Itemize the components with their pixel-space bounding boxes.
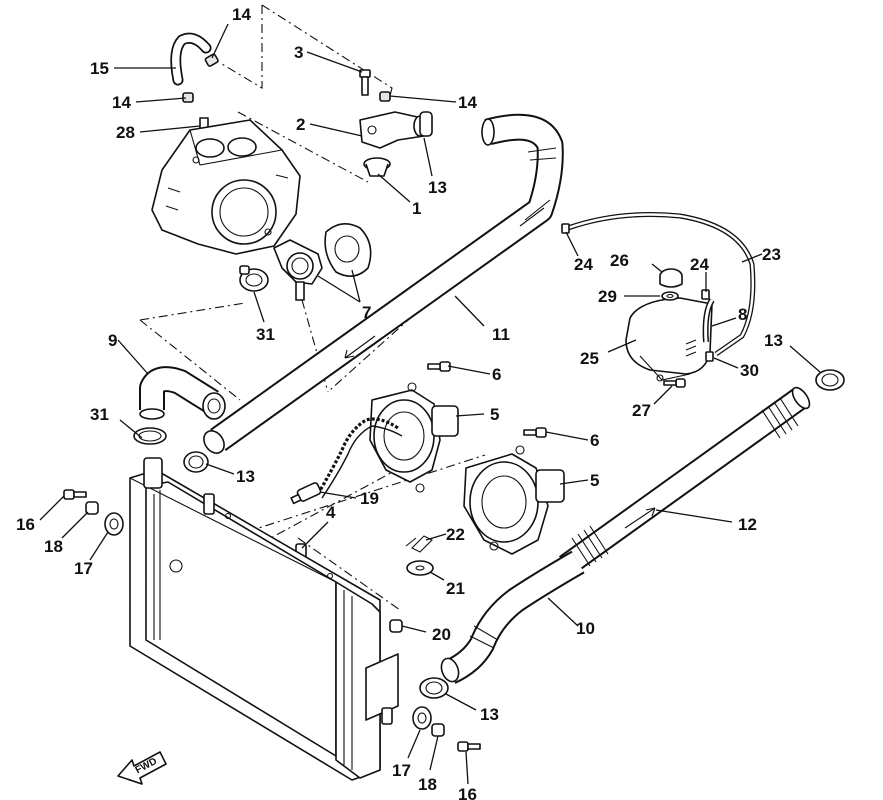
callout-5: 5 bbox=[590, 471, 599, 490]
lower-radiator-hose-10 bbox=[440, 550, 585, 684]
callout-28: 28 bbox=[116, 123, 135, 142]
callout-11: 11 bbox=[492, 325, 510, 344]
hose-clamp-13-right bbox=[815, 369, 845, 391]
radiator-filler-neck bbox=[273, 239, 323, 301]
radiator-inlet-elbow-hose bbox=[139, 366, 226, 420]
callout-8: 8 bbox=[738, 305, 747, 324]
leader-lines bbox=[39, 23, 821, 785]
upper-radiator-hose bbox=[203, 113, 564, 454]
callout-16: 16 bbox=[458, 785, 477, 800]
hose-clamp-13-left bbox=[183, 451, 209, 473]
cooling-fan-upper bbox=[369, 382, 459, 493]
callout-25: 25 bbox=[580, 349, 599, 368]
hose-clamp-31-upper bbox=[239, 265, 269, 292]
callout-1: 1 bbox=[412, 199, 421, 218]
callout-2: 2 bbox=[296, 115, 305, 134]
reservoir-hose-long bbox=[567, 212, 756, 357]
callout-14: 14 bbox=[458, 93, 477, 112]
callout-13: 13 bbox=[480, 705, 499, 724]
callout-22: 22 bbox=[446, 525, 465, 544]
callout-26: 26 bbox=[610, 251, 629, 270]
fan-grommet bbox=[406, 560, 434, 576]
callout-30: 30 bbox=[740, 361, 759, 380]
callout-13: 13 bbox=[236, 467, 255, 486]
callout-24: 24 bbox=[690, 255, 709, 274]
callout-24: 24 bbox=[574, 255, 593, 274]
radiator-core bbox=[129, 457, 399, 781]
radiator-mount-grommet bbox=[104, 512, 432, 730]
reservoir-mount-bolt bbox=[663, 378, 686, 388]
callout-12: 12 bbox=[738, 515, 757, 534]
callout-18: 18 bbox=[44, 537, 63, 556]
hose-clamp-small bbox=[182, 53, 391, 103]
callout-31: 31 bbox=[90, 405, 109, 424]
callout-15: 15 bbox=[90, 59, 109, 78]
callout-6: 6 bbox=[492, 365, 501, 384]
reservoir-cap-gasket bbox=[661, 291, 679, 301]
reservoir-tank bbox=[625, 297, 713, 382]
bypass-hose bbox=[170, 32, 212, 86]
callout-19: 19 bbox=[360, 489, 379, 508]
callout-13: 13 bbox=[428, 178, 447, 197]
callout-23: 23 bbox=[762, 245, 781, 264]
callout-4: 4 bbox=[326, 503, 336, 522]
callout-20: 20 bbox=[432, 625, 451, 644]
callout-18: 18 bbox=[418, 775, 437, 794]
callout-6: 6 bbox=[590, 431, 599, 450]
radiator-drain-bolt bbox=[389, 619, 403, 633]
callout-14: 14 bbox=[112, 93, 131, 112]
cooling-fan-lower bbox=[463, 445, 565, 555]
callout-numbers: 14 15 14 28 3 2 14 13 1 7 31 9 11 6 5 31… bbox=[16, 5, 783, 800]
radiator-cap bbox=[324, 223, 372, 277]
callout-5: 5 bbox=[490, 405, 499, 424]
thermostat-housing bbox=[359, 111, 427, 149]
thermostat-bolt bbox=[359, 69, 371, 96]
hose-clamp-thermostat bbox=[419, 111, 433, 137]
callout-16: 16 bbox=[16, 515, 35, 534]
callout-14: 14 bbox=[232, 5, 251, 24]
forward-arrow-icon bbox=[117, 751, 167, 785]
callout-7: 7 bbox=[362, 303, 371, 322]
thermostat bbox=[363, 157, 391, 177]
callout-17: 17 bbox=[392, 761, 411, 780]
callout-9: 9 bbox=[108, 331, 117, 350]
lower-radiator-hose-12 bbox=[559, 386, 811, 576]
callout-10: 10 bbox=[576, 619, 595, 638]
callout-31: 31 bbox=[256, 325, 275, 344]
callout-13: 13 bbox=[764, 331, 783, 350]
grommet-clip bbox=[405, 535, 433, 553]
reservoir-cap bbox=[659, 268, 683, 288]
cylinder-head-housing bbox=[151, 119, 301, 255]
callout-21: 21 bbox=[446, 579, 465, 598]
thermo-switch bbox=[290, 482, 322, 505]
fan-wiring-harness bbox=[316, 417, 403, 499]
radiator-mount-collar bbox=[85, 501, 445, 737]
callout-29: 29 bbox=[598, 287, 617, 306]
callout-17: 17 bbox=[74, 559, 93, 578]
callout-3: 3 bbox=[294, 43, 303, 62]
radiator-mount-bolt bbox=[63, 489, 481, 752]
hose-clamp-13-lower bbox=[419, 677, 449, 699]
callout-27: 27 bbox=[632, 401, 651, 420]
